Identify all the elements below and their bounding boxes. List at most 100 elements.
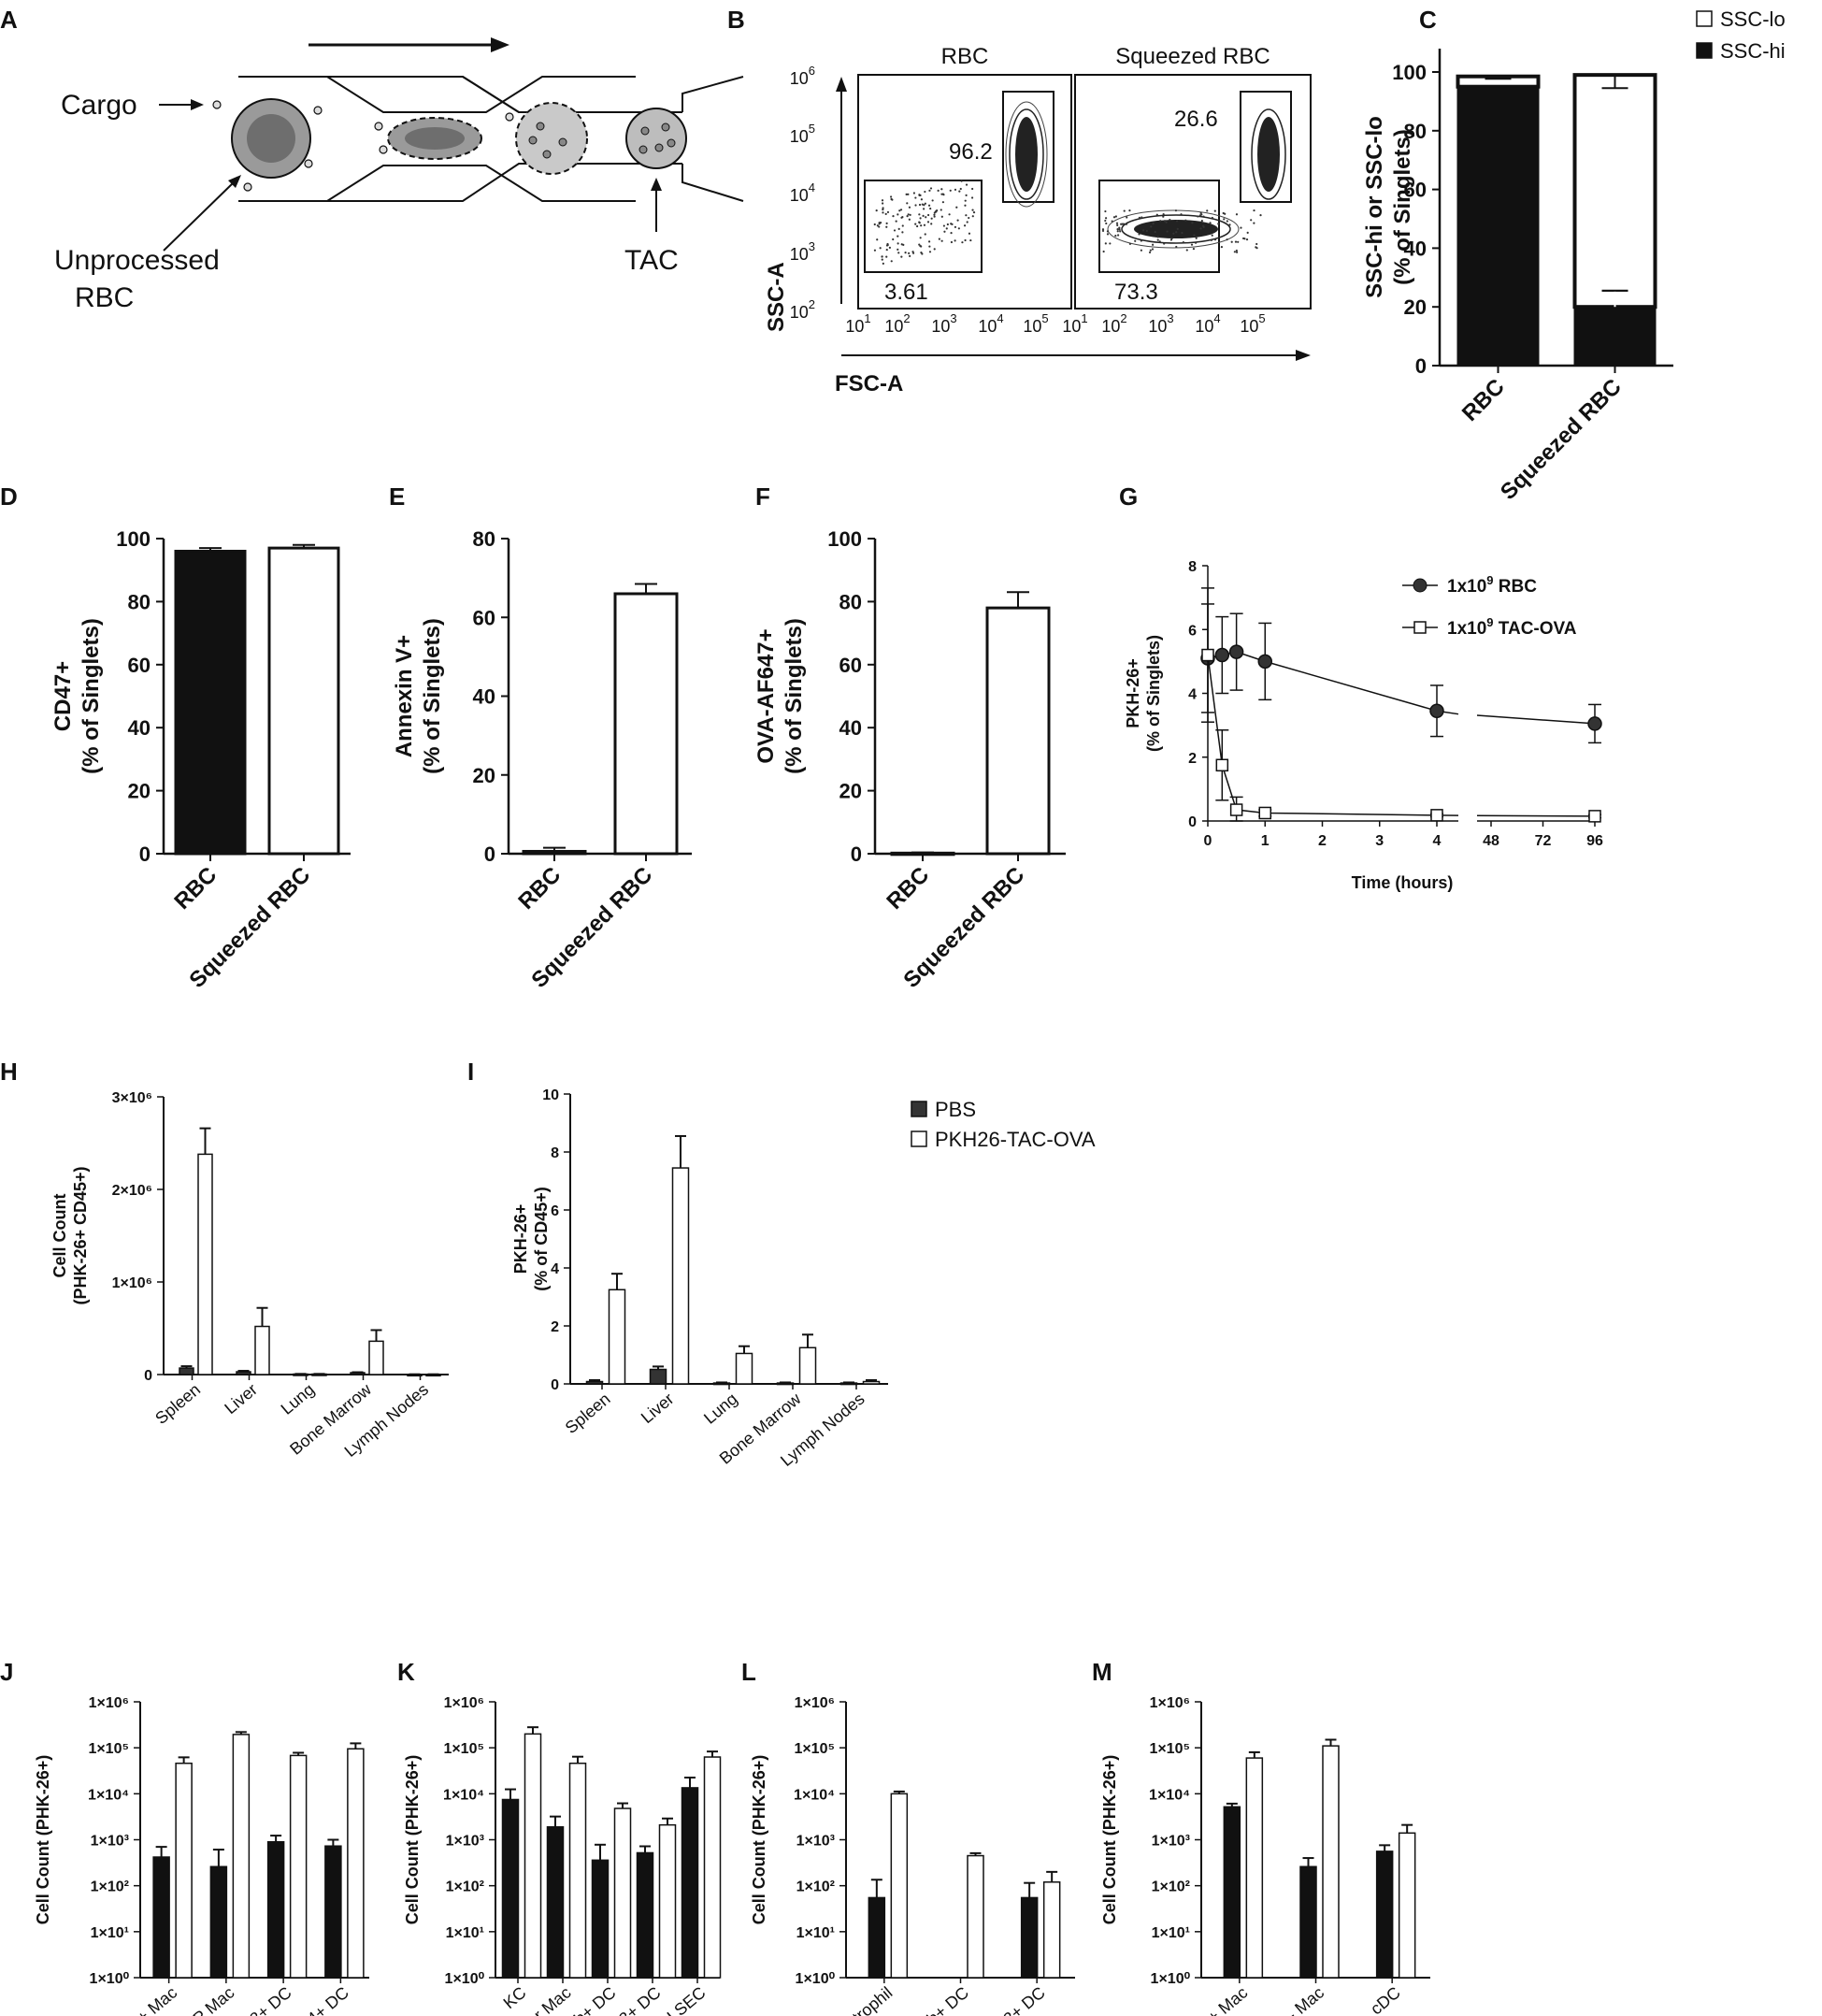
panel-label-h: H (0, 1058, 18, 1086)
event-dot (916, 224, 919, 228)
bar-segment-ssc-hi (1573, 306, 1657, 367)
y-tick-label: 6 (551, 1203, 559, 1219)
event-dot (878, 225, 881, 228)
event-dot (926, 213, 930, 217)
event-cluster (1005, 101, 1048, 208)
event-dot (968, 232, 971, 235)
event-dot (1210, 238, 1212, 241)
bar-tac-ova (289, 1754, 308, 1979)
event-dot (930, 223, 933, 225)
event-dot (945, 227, 948, 230)
event-dot (1149, 249, 1152, 252)
event-dot (1255, 242, 1258, 246)
panel-label-g: G (1119, 482, 1138, 511)
bar-tac-ova (890, 1793, 909, 1979)
event-scatter (873, 180, 976, 265)
event-dot (1156, 238, 1159, 241)
data-point (1228, 644, 1244, 659)
event-dot (968, 216, 970, 220)
event-dot (897, 227, 900, 230)
event-dot (933, 248, 936, 251)
category-label: Liver (638, 1390, 678, 1427)
event-dot (1211, 216, 1213, 220)
event-dot (1175, 220, 1179, 223)
event-dot (927, 240, 931, 243)
y-tick-label: 100 (116, 527, 151, 551)
category-label: RP Mac (180, 1983, 238, 2016)
y-tick-label: 1×10⁶ (89, 1695, 129, 1711)
event-dot (876, 224, 879, 227)
tac-cell (625, 108, 687, 169)
y-tick-label: 80 (1404, 120, 1427, 143)
event-dot (908, 206, 911, 209)
panel-a: A (0, 6, 744, 313)
category-label: RBC (882, 862, 934, 914)
y-tick-label: 1×10² (796, 1879, 835, 1895)
event-dot (1234, 240, 1238, 243)
event-dot (1163, 242, 1166, 245)
event-dot (1169, 238, 1172, 241)
event-dot (1213, 238, 1217, 241)
event-dot (920, 224, 923, 227)
event-dot (923, 204, 925, 207)
event-dot (1116, 228, 1119, 231)
event-dot (969, 238, 972, 242)
event-dot (1237, 240, 1240, 243)
event-dot (938, 238, 940, 240)
event-dot (966, 221, 968, 223)
bar-tac-ova (568, 1762, 587, 1979)
event-dot (1198, 214, 1201, 217)
event-dot (1213, 209, 1216, 212)
event-dot (925, 216, 927, 219)
event-dot (897, 248, 899, 251)
y-tick-label: 0 (139, 842, 151, 866)
bar-tac-ova (524, 1733, 542, 1979)
event-dot (882, 202, 884, 205)
bar-tac-ova (862, 1380, 881, 1385)
bar-pbs (868, 1896, 886, 1979)
chart-j: J 1×10⁰1×10¹1×10²1×10³1×10⁴1×10⁵1×10⁶Cel… (0, 1658, 369, 2016)
event-dot (882, 207, 884, 209)
event-dot (1122, 223, 1126, 225)
event-dot (1253, 222, 1255, 224)
event-dot (890, 260, 893, 263)
event-dot (1156, 236, 1159, 238)
data-point (1257, 654, 1272, 670)
y-tick-label: 0 (1415, 354, 1427, 378)
event-dot (1192, 248, 1196, 251)
y-tick-label: 0 (484, 842, 495, 866)
y-tick-label: 20 (128, 780, 151, 803)
x-tick-label: 105 (1240, 311, 1265, 336)
event-dot (909, 213, 911, 216)
event-dot (1119, 230, 1122, 233)
unprocessed-label-line2: RBC (75, 282, 134, 313)
x-tick-label: 103 (931, 311, 956, 336)
series-line (1476, 714, 1596, 725)
event-dot (879, 247, 882, 250)
bar (174, 549, 247, 856)
event-dot (1120, 223, 1123, 225)
event-dot (884, 212, 887, 216)
x-tick-label: 2 (1318, 833, 1327, 849)
event-dot (897, 213, 899, 216)
event-dot (890, 197, 893, 201)
event-dot (924, 233, 926, 236)
event-dot (1174, 209, 1178, 212)
y-tick-label: 103 (790, 239, 815, 264)
event-dot (904, 252, 907, 254)
event-dot (907, 213, 910, 216)
bar-tac-ova (347, 1748, 365, 1979)
event-dot (1176, 227, 1179, 230)
y-tick-label: 80 (839, 590, 862, 613)
unprocessed-label-line1: Unprocessed (54, 245, 220, 276)
flow-xlabel: FSC-A (835, 371, 903, 396)
event-dot (1181, 231, 1184, 235)
y-tick-label: 1×10¹ (446, 1925, 484, 1941)
event-dot (965, 183, 968, 186)
panel-label-j: J (0, 1658, 13, 1686)
flow-plot-title: Squeezed RBC (1115, 44, 1270, 69)
event-dot (1104, 209, 1107, 213)
bar-tac-ova (1042, 1881, 1061, 1979)
event-dot (1200, 220, 1203, 223)
